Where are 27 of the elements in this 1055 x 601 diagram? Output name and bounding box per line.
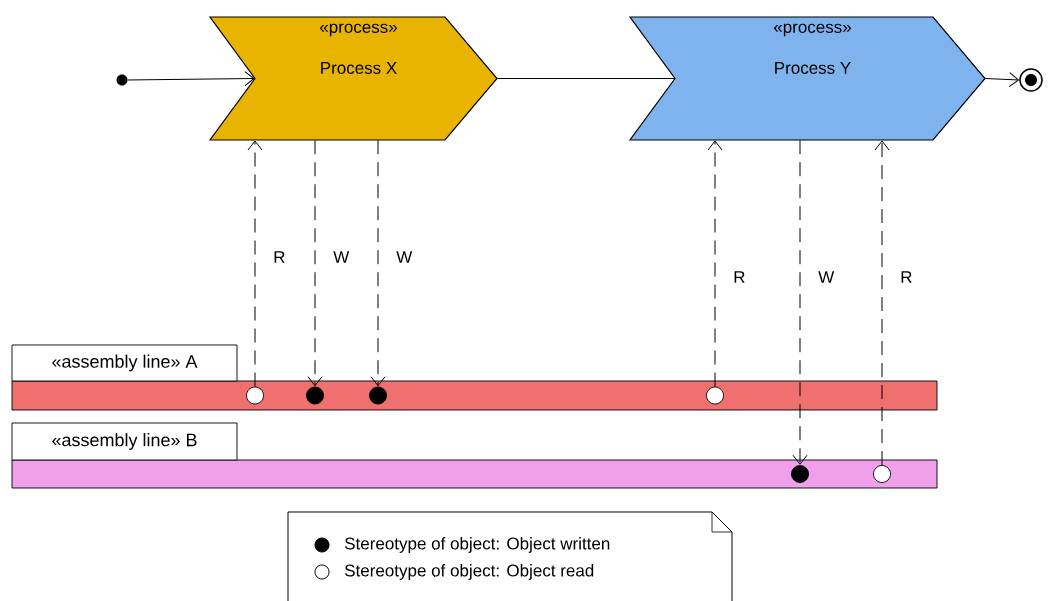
arrow <box>247 140 263 388</box>
edge-label: W <box>332 250 351 264</box>
arrow <box>792 139 808 465</box>
process-chevron: «process» Process Y <box>628 16 986 141</box>
arrow <box>370 139 386 387</box>
arrow <box>127 71 255 87</box>
arrow <box>707 140 723 388</box>
edge-label: R <box>899 270 914 284</box>
end-bullseye <box>1019 68 1043 92</box>
object-pin <box>246 386 264 405</box>
legend-text: Stereotype of object: Object written <box>345 537 610 553</box>
object-pin <box>306 386 324 405</box>
edge-label: W <box>395 250 414 264</box>
arrow <box>307 139 323 387</box>
lane-label: «assembly line» B <box>11 422 238 461</box>
legend-text: Stereotype of object: Object read <box>345 564 594 580</box>
arrow <box>984 72 1019 88</box>
object-pin <box>369 386 387 405</box>
object-pin <box>791 465 809 483</box>
process-chevron: «process» Process X <box>208 16 498 141</box>
edge-label: R <box>732 270 747 284</box>
arrow <box>874 140 890 466</box>
lane-label: «assembly line» A <box>11 344 238 382</box>
object-pin <box>706 386 724 405</box>
edge-label: R <box>272 250 287 264</box>
edge-label: W <box>817 270 836 284</box>
object-pin <box>873 465 891 483</box>
